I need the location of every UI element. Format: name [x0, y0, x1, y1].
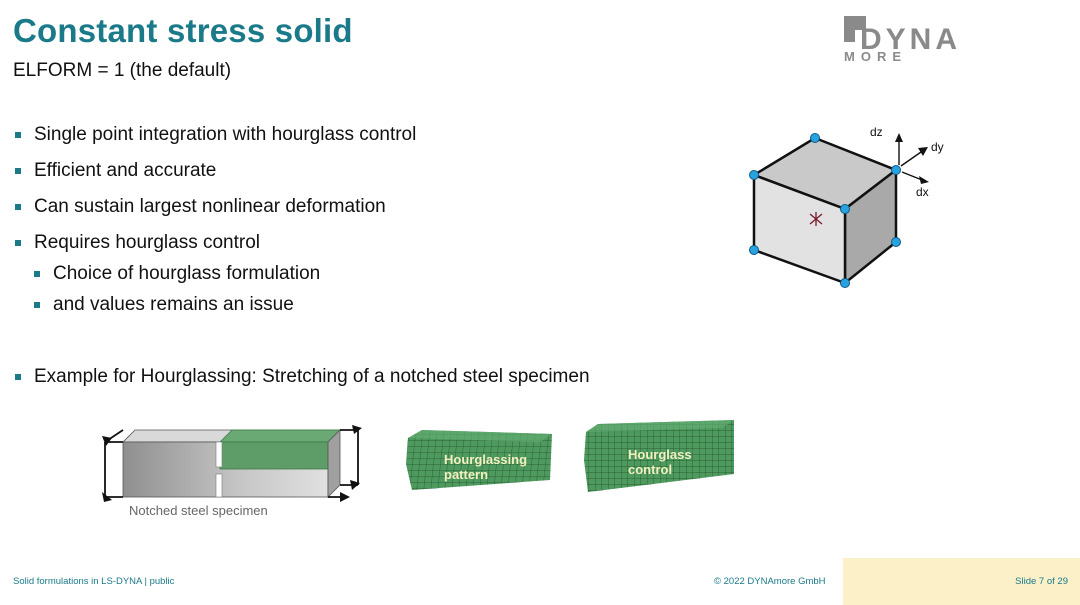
- hourglassing-pattern-mesh: Hourglassing pattern: [406, 430, 552, 490]
- mesh-control-grid: [584, 420, 734, 492]
- axis-arrows: [895, 133, 929, 184]
- hourglass-control-mesh: Hourglass control: [584, 420, 734, 492]
- arrow-right-bottom-icon: [350, 480, 360, 490]
- bullet-item: Can sustain largest nonlinear deformatio…: [15, 196, 695, 218]
- slide-title: Constant stress solid: [13, 12, 353, 49]
- sub-bullet-item: and values remains an issue: [15, 294, 695, 316]
- footer-copyright: © 2022 DYNAmore GmbH: [714, 576, 826, 587]
- footer-highlight-box: [843, 558, 1080, 605]
- cube-nodes: [749, 133, 901, 288]
- arrow-right-front-icon: [340, 492, 350, 502]
- left-load-arrows: [102, 429, 124, 502]
- hourglassing-pattern-label-1: Hourglassing: [444, 452, 527, 467]
- node-icon: [749, 245, 759, 255]
- arrow-right-top-icon: [352, 425, 362, 434]
- specimen-caption: Notched steel specimen: [129, 503, 268, 518]
- footer-presentation-title: Solid formulations in LS-DYNA | public: [13, 576, 175, 587]
- arrow-left-top-icon: [102, 436, 112, 446]
- dynamore-logo: DYNA MORE: [844, 16, 961, 64]
- mesh-pattern-grid: [406, 430, 552, 490]
- slide-subtitle: ELFORM = 1 (the default): [13, 60, 232, 81]
- bullet-item: Requires hourglass control: [15, 232, 695, 254]
- node-icon: [891, 165, 901, 175]
- specimen-side-face: [327, 429, 341, 498]
- logo-word-bottom: MORE: [844, 49, 907, 64]
- notch-bottom: [215, 473, 223, 498]
- arrow-left-bottom-icon: [102, 492, 112, 502]
- mesh-pattern-top: [408, 430, 552, 442]
- hourglassing-pattern-label-2: pattern: [444, 467, 488, 482]
- dx-arrow-icon: [901, 171, 923, 181]
- bullet-item: Single point integration with hourglass …: [15, 124, 695, 146]
- hourglass-control-label-2: control: [628, 462, 672, 477]
- logo-block: [844, 16, 866, 30]
- example-bullet: Example for Hourglassing: Stretching of …: [15, 366, 590, 388]
- hexahedron-diagram: dz dy dx: [749, 125, 944, 288]
- bullet-item: Efficient and accurate: [15, 160, 695, 182]
- node-icon: [840, 204, 850, 214]
- sub-bullet-item: Choice of hourglass formulation: [15, 263, 695, 285]
- node-icon: [840, 278, 850, 288]
- center-point-icon: [809, 212, 823, 226]
- notched-specimen-diagram: [102, 425, 362, 502]
- logo-word-top: DYNA: [860, 23, 961, 56]
- dy-arrow-icon: [900, 151, 922, 167]
- mesh-control-top: [586, 420, 734, 432]
- green-top-region: [219, 429, 341, 443]
- notch-top: [215, 441, 223, 468]
- logo-block-small: [844, 30, 855, 42]
- node-icon: [749, 170, 759, 180]
- bullet-list: Single point integration with hourglass …: [15, 120, 695, 316]
- node-icon: [810, 133, 820, 143]
- axis-label-dy: dy: [931, 140, 944, 154]
- right-load-arrows: [328, 425, 362, 502]
- node-icon: [891, 237, 901, 247]
- hourglass-control-label-1: Hourglass: [628, 447, 692, 462]
- green-front-region: [219, 441, 329, 470]
- footer-slide-number: Slide 7 of 29: [1015, 576, 1068, 587]
- axis-label-dx: dx: [916, 185, 929, 199]
- axis-label-dz: dz: [870, 125, 883, 139]
